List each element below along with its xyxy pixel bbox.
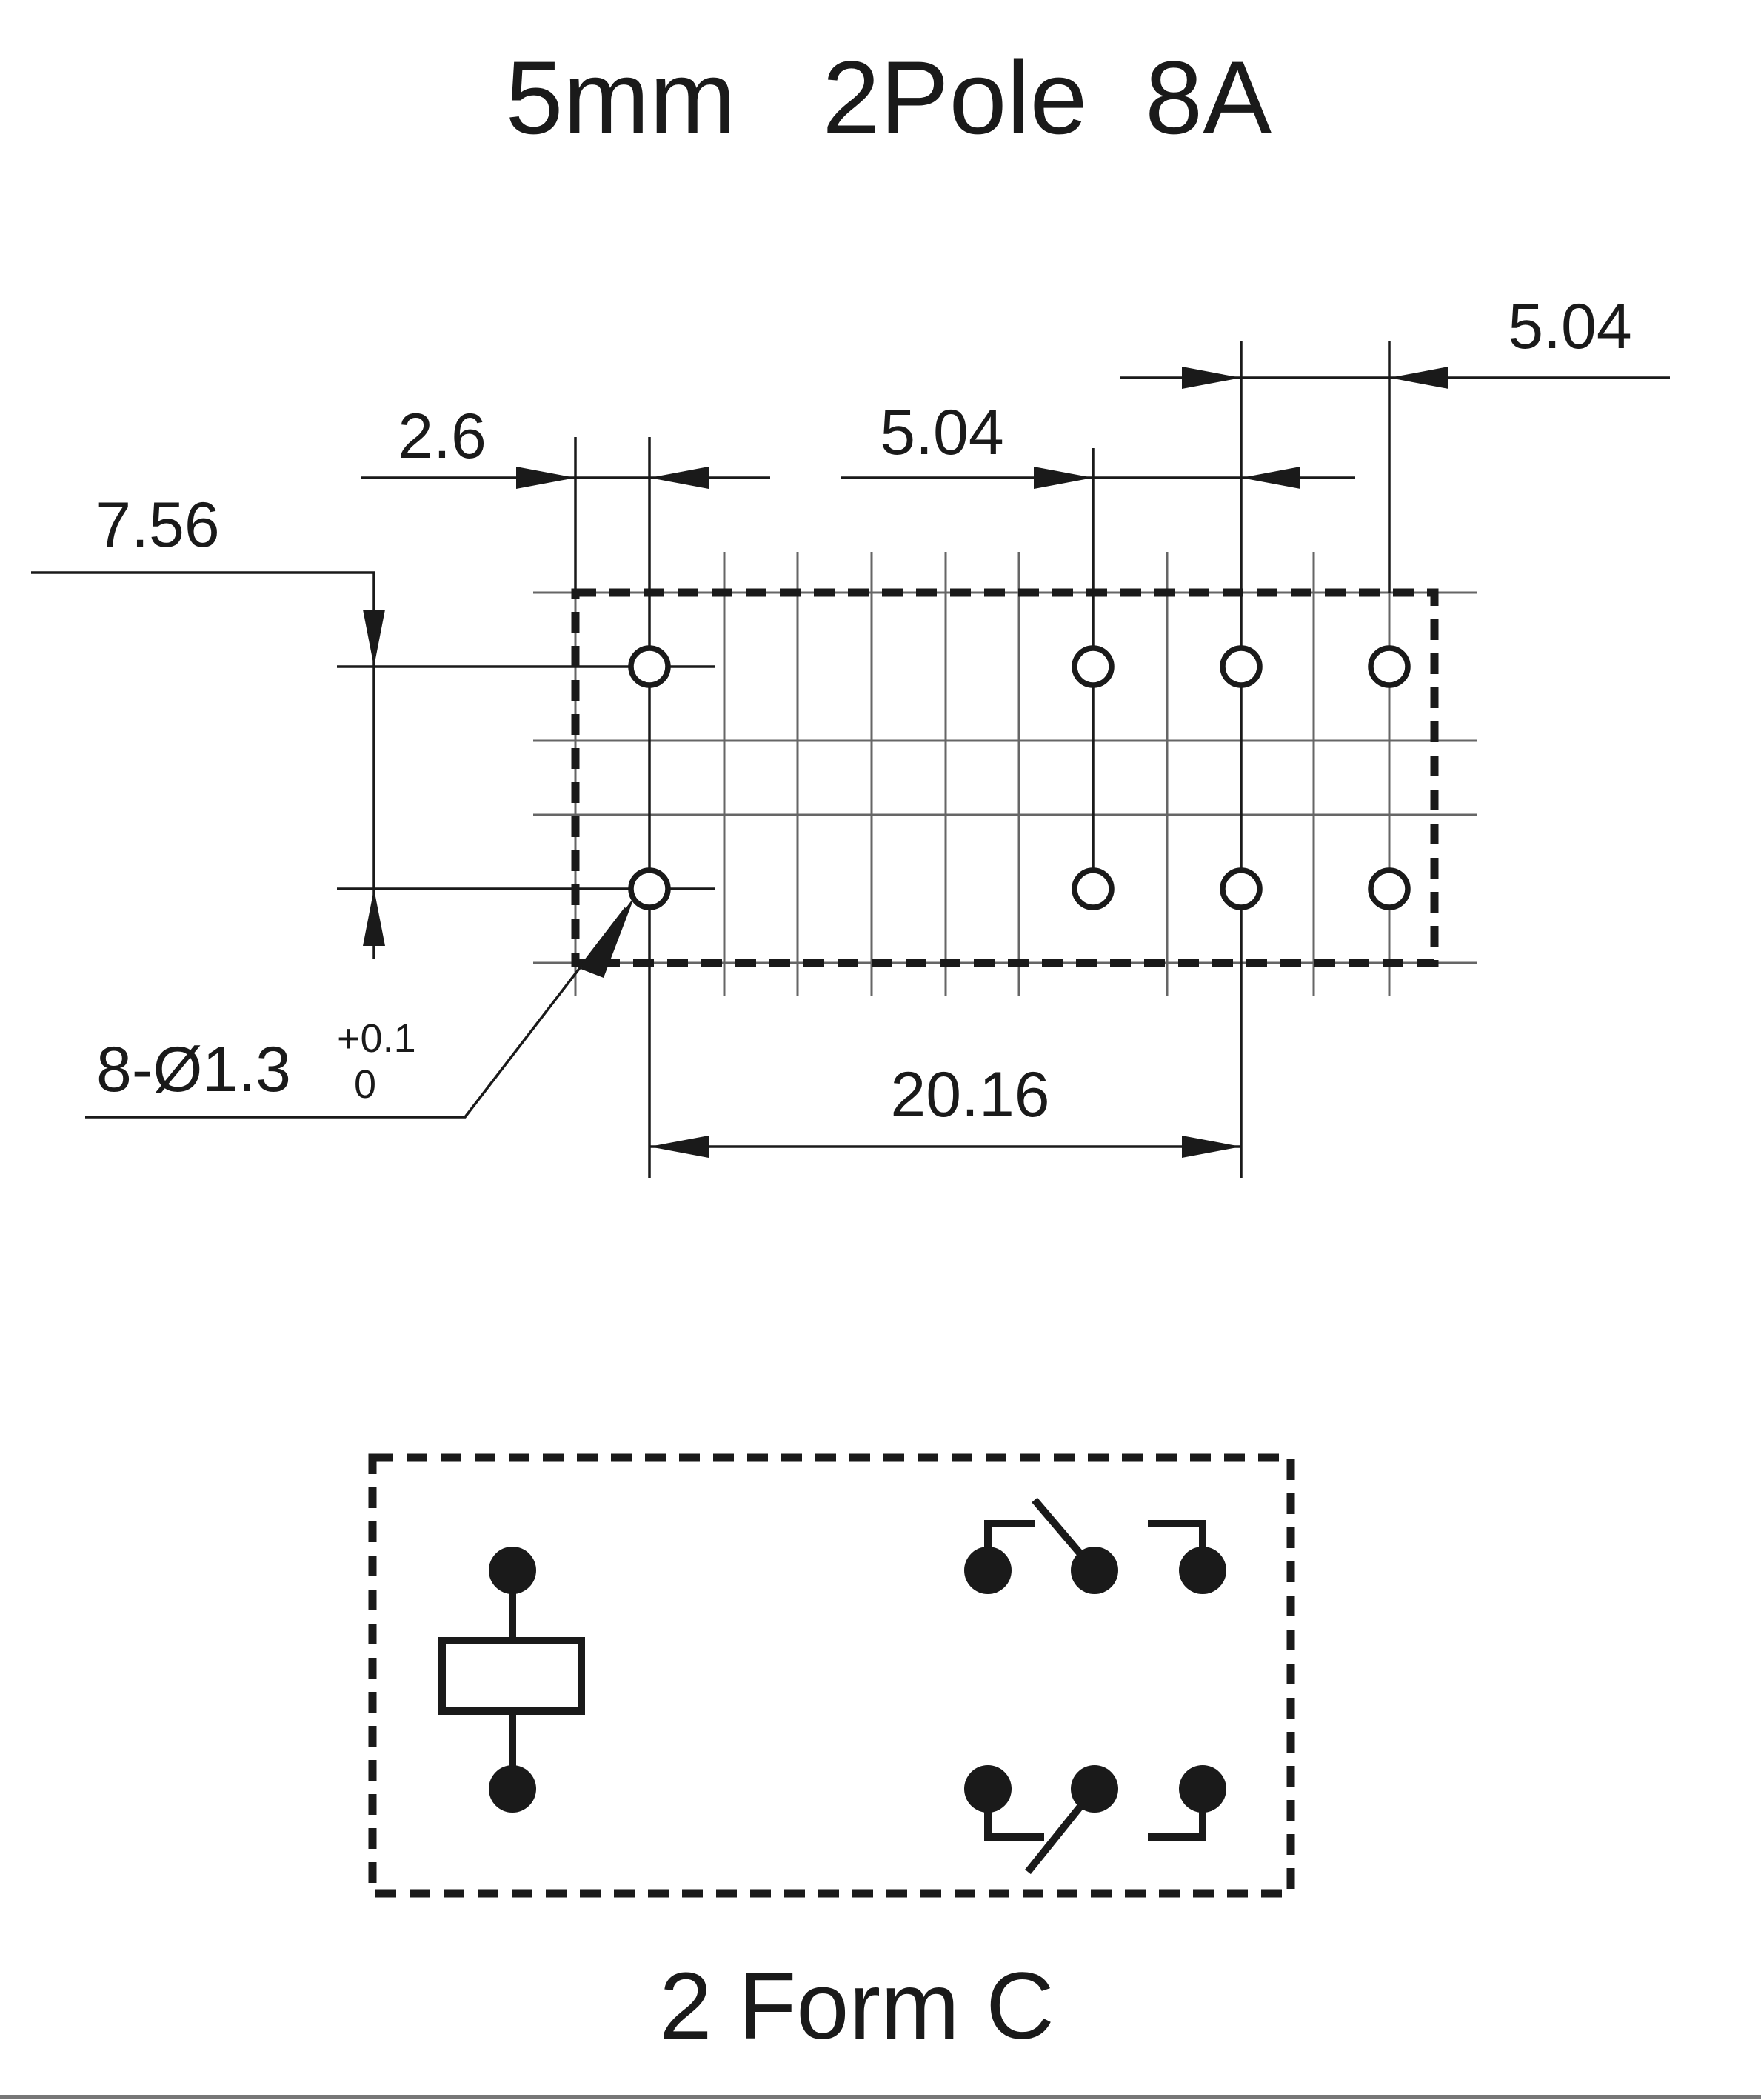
pin-hole: [1368, 867, 1411, 910]
contact-terminal: [1179, 1547, 1226, 1594]
schematic-caption: 2 Form C: [659, 1953, 1054, 2059]
hole-note: 8-Ø1.3: [96, 1034, 291, 1105]
coil-terminal: [489, 1547, 536, 1594]
pin-hole: [1368, 645, 1411, 688]
pin-hole: [1220, 645, 1263, 688]
dim-pin-offset: 2.6: [398, 401, 487, 472]
pin-hole: [628, 645, 671, 688]
pin-hole: [1072, 867, 1115, 910]
dim-span: 20.16: [890, 1059, 1049, 1130]
dim-row-spacing: 7.56: [96, 490, 219, 561]
pin-hole: [1072, 645, 1115, 688]
coil-symbol: [438, 1570, 585, 1789]
dimension-arrows: [363, 367, 1448, 1158]
tolerance-lower: 0: [354, 1062, 376, 1107]
tolerance-upper: +0.1: [337, 1016, 416, 1061]
dim-pitch-a: 5.04: [880, 397, 1003, 468]
pin-hole: [1220, 867, 1263, 910]
contact-terminal: [964, 1547, 1012, 1594]
package-outline: [571, 588, 1439, 967]
dim-pitch-b: 5.04: [1508, 291, 1631, 362]
coil-terminal: [489, 1765, 536, 1813]
pin-hole: [628, 867, 671, 910]
pin-holes: [628, 645, 1411, 910]
drawing-title: 5mm 2Pole 8A: [506, 39, 1273, 156]
schematic-outline: [368, 1453, 1295, 1898]
contact-terminal: [1071, 1547, 1118, 1594]
contact-terminal: [964, 1765, 1012, 1813]
contact-terminal: [1179, 1765, 1226, 1813]
pcb-grid: [533, 552, 1477, 996]
contact-terminal: [1071, 1765, 1118, 1813]
